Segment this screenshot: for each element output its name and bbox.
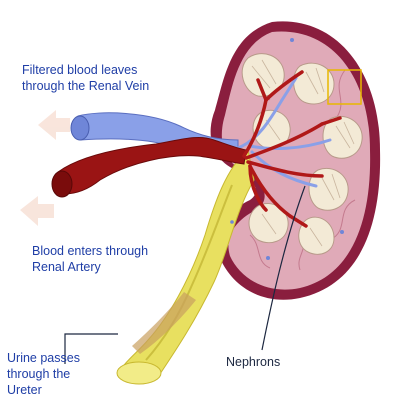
ureter-label: Urine passes through the Ureter — [7, 350, 127, 398]
ureter-label-line3: Ureter — [7, 382, 127, 398]
nephrons-label-text: Nephrons — [226, 354, 316, 370]
renal-artery — [58, 137, 246, 194]
renal-vein-label: Filtered blood leaves through the Renal … — [22, 62, 202, 94]
renal-artery-opening — [52, 171, 72, 197]
renal-vein-label-line1: Filtered blood leaves — [22, 62, 202, 78]
vein-outflow-arrow — [38, 110, 70, 140]
ureter-label-line1: Urine passes — [7, 350, 127, 366]
renal-vein-label-line2: through the Renal Vein — [22, 78, 202, 94]
renal-artery-label-line1: Blood enters through — [32, 243, 202, 259]
renal-artery-label-line2: Renal Artery — [32, 259, 202, 275]
flow-arrows — [20, 110, 70, 226]
artery-inflow-arrow — [20, 196, 54, 226]
renal-vein-opening — [71, 116, 89, 140]
renal-artery-label: Blood enters through Renal Artery — [32, 243, 202, 275]
nephrons-label: Nephrons — [226, 354, 316, 370]
ureter-label-line2: through the — [7, 366, 127, 382]
